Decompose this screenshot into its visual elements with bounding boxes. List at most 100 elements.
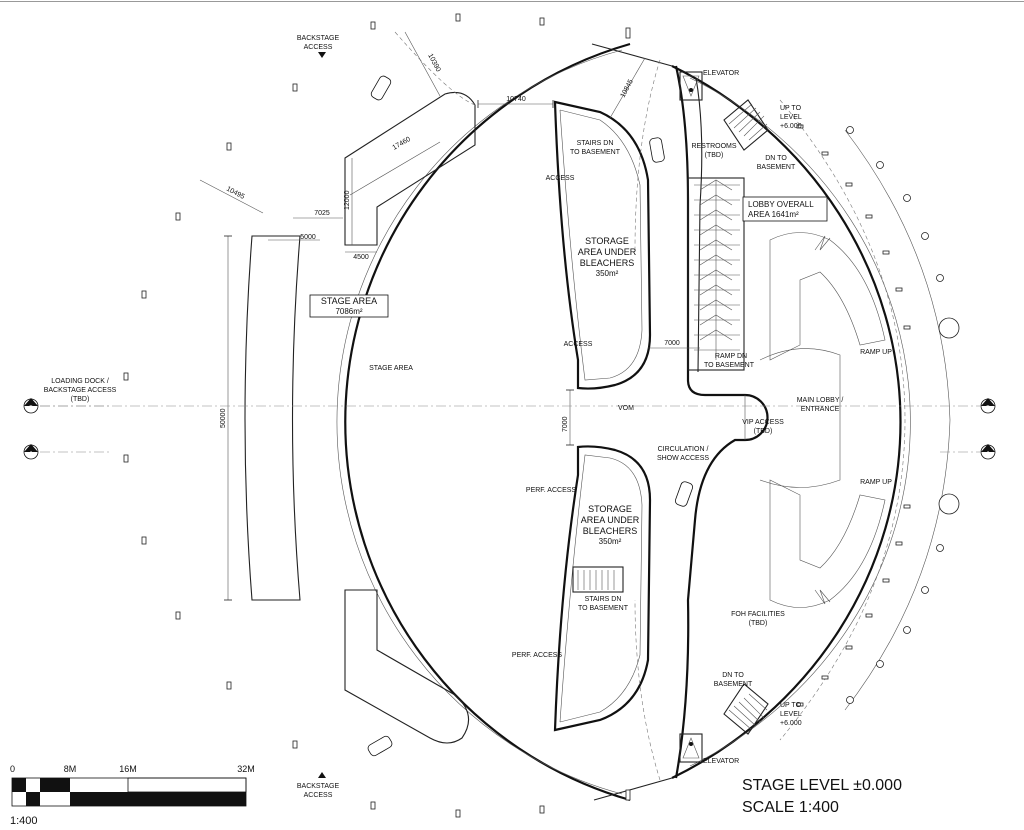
elevator-top-label: ELEVATOR [703,70,739,77]
scale-title: SCALE 1:400 [742,799,839,816]
section-marker-b-left: B [23,398,39,414]
vip-access-label-2: (TBD) [754,428,773,435]
foh-label: FOH FACILITIES [731,611,785,618]
vom-label: VOM [618,405,634,412]
dim-5000: 5000 [300,234,316,241]
scale-ratio: 1:400 [10,815,38,827]
section-marker-a-left: A [23,444,39,460]
perf-access-label-1: PERF. ACCESS [526,487,577,494]
circulation-label-2: SHOW ACCESS [657,455,709,462]
bleacher-core [674,65,769,779]
storage-top-area: 350m² [596,269,619,278]
circulation-label: CIRCULATION / [658,446,709,453]
arrow-down-icon [318,52,326,58]
restrooms-label: RESTROOMS [691,143,736,150]
storage-bottom-label-3: BLEACHERS [583,526,638,536]
ramps [759,232,886,608]
access-label-2: ACCESS [564,341,593,348]
scale-tick-8: 8M [64,764,77,774]
ramp-up-top-label: RAMP UP [860,349,892,356]
scale-bar: 0 8M 16M 32M 1:400 [10,764,255,827]
lobby-area-label: LOBBY OVERALL [748,200,814,209]
section-lines [40,405,980,453]
lobby-area-label-2: AREA 1641m² [748,210,799,219]
perf-access-label-2: PERF. ACCESS [512,652,563,659]
arrow-up-icon [318,772,326,778]
ramp-dn-label: RAMP DN [715,353,747,360]
storage-bottom-label: STORAGE [588,504,632,514]
storage-top-label-3: BLEACHERS [580,258,635,268]
backstage-access-bottom-label-2: ACCESS [304,792,333,799]
stage-level-title: STAGE LEVEL ±0.000 [742,777,902,794]
main-lobby-label: MAIN LOBBY / [797,397,844,404]
dn-basement-top-label-2: BASEMENT [757,164,796,171]
section-b-label-right: B [986,405,990,411]
dim-10740: 10740 [506,96,526,103]
scale-tick-32: 32M [237,764,255,774]
elevator-bottom [679,733,703,763]
section-a-label-right: A [986,451,990,457]
access-label-1: ACCESS [546,175,575,182]
up-level-top-label-2: LEVEL [780,114,802,121]
section-b-label-left: B [29,405,33,411]
dim-10845: 10845 [620,78,635,99]
lobby-area-box [742,196,828,222]
stage-area-box-value: 7086m² [335,307,362,316]
section-a-label-left: A [29,451,33,457]
storage-top-label-2: AREA UNDER [578,247,637,257]
dimension-lines [199,31,700,601]
up-level-bottom-label-2: LEVEL [780,711,802,718]
lobby-facade [671,65,960,779]
stairs-dn-top-label: STAIRS DN [577,140,614,147]
backstage-access-top-label-2: ACCESS [304,44,333,51]
storage-bottom-area: 350m² [599,537,622,546]
outer-shell [123,13,673,818]
car-icon [367,75,694,757]
stage-area-box-label: STAGE AREA [321,296,377,306]
stage-zone [244,31,661,781]
backstage-access-top-label: BACKSTAGE [297,35,340,42]
loading-dock-label: LOADING DOCK / [51,378,109,385]
stairs-dn-bottom-label: STAIRS DN [585,596,622,603]
dim-12000: 12000 [344,190,351,210]
stage-area-label: STAGE AREA [369,365,413,372]
dim-17460: 17460 [392,136,412,152]
dn-basement-bottom-label-2: BASEMENT [714,681,753,688]
scale-tick-0: 0 [10,764,15,774]
dim-10390: 10390 [426,53,441,74]
up-level-bottom-label-3: +6.000 [780,720,802,727]
stair-up-top [723,99,769,151]
dim-7000-vertical: 7000 [562,416,569,432]
loading-dock-label-2: BACKSTAGE ACCESS [44,387,117,394]
section-marker-a-right: A [980,444,996,460]
foh-label-2: (TBD) [749,620,768,627]
storage-pods [553,100,652,732]
stair-down-bottom [723,683,769,735]
section-marker-b-right: B [980,398,996,414]
dn-basement-top-label: DN TO [765,155,787,162]
dim-7025: 7025 [314,210,330,217]
up-level-top-label: UP TO [780,105,802,112]
dn-basement-bottom-label: DN TO [722,672,744,679]
elevator-top [679,71,703,101]
dim-50000: 50000 [220,408,227,428]
ramp-dn-label-2: TO BASEMENT [704,362,755,369]
ramp-up-bottom-label: RAMP UP [860,479,892,486]
dim-4500: 4500 [353,254,369,261]
backstage-access-bottom-label: BACKSTAGE [297,783,340,790]
elevator-bottom-label: ELEVATOR [703,758,739,765]
storage-top-label: STORAGE [585,236,629,246]
title-block: STAGE LEVEL ±0.000 SCALE 1:400 [742,777,902,816]
vip-access-label: VIP ACCESS [742,419,784,426]
dim-7000-horizontal: 7000 [664,340,680,347]
storage-bottom-label-2: AREA UNDER [581,515,640,525]
loading-dock-label-3: (TBD) [71,396,90,403]
scale-tick-16: 16M [119,764,137,774]
stairs-dn-bottom-label-2: TO BASEMENT [578,605,629,612]
restrooms-label-2: (TBD) [705,152,724,159]
up-level-bottom-label: UP TO [780,702,802,709]
plan-labels: BACKSTAGE ACCESS BACKSTAGE ACCESS ELEVAT… [44,35,893,799]
stairs-dn-top-label-2: TO BASEMENT [570,149,621,156]
up-level-top-label-3: +6.000 [780,123,802,130]
